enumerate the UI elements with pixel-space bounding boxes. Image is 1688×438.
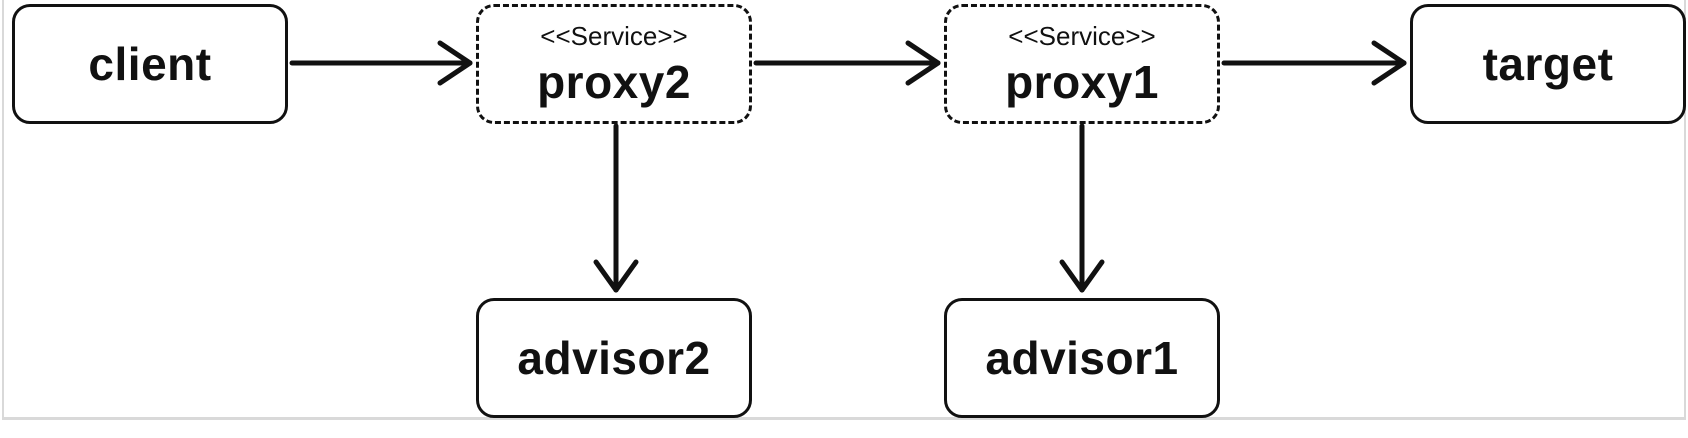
node-client: client bbox=[12, 4, 288, 124]
node-proxy2-label: proxy2 bbox=[537, 56, 691, 108]
node-proxy1-label: proxy1 bbox=[1005, 56, 1159, 108]
node-advisor1: advisor1 bbox=[944, 298, 1220, 418]
node-target-label: target bbox=[1482, 38, 1614, 90]
node-advisor2: advisor2 bbox=[476, 298, 752, 418]
node-proxy2: <<Service>> proxy2 bbox=[476, 4, 752, 124]
node-client-label: client bbox=[88, 38, 212, 90]
node-advisor1-label: advisor1 bbox=[985, 332, 1179, 384]
node-proxy1: <<Service>> proxy1 bbox=[944, 4, 1220, 124]
node-advisor2-label: advisor2 bbox=[517, 332, 711, 384]
diagram-frame bbox=[2, 0, 1686, 420]
node-target: target bbox=[1410, 4, 1686, 124]
node-proxy1-stereotype: <<Service>> bbox=[1008, 21, 1156, 51]
node-proxy2-stereotype: <<Service>> bbox=[540, 21, 688, 51]
